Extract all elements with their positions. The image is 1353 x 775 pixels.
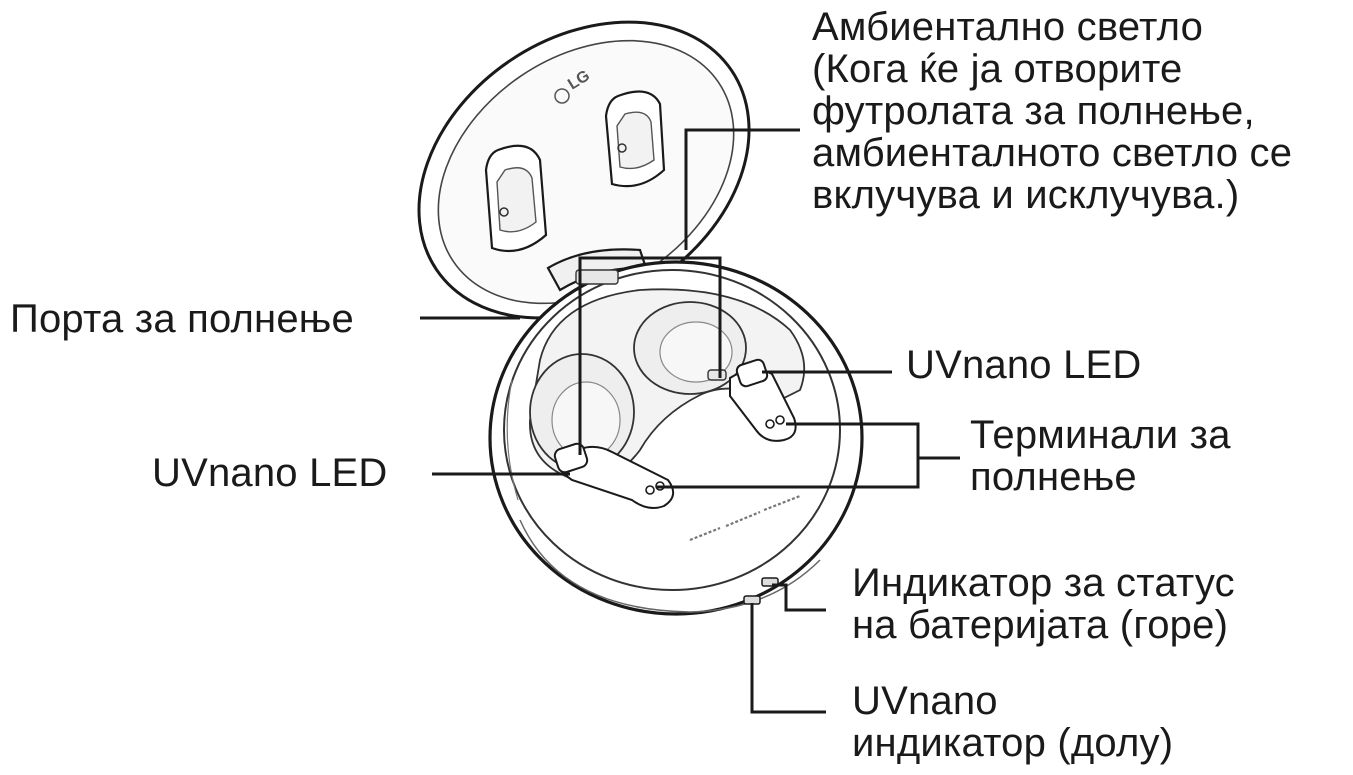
- label-ambient-light-line-3: футролата за полнење,: [812, 89, 1255, 133]
- label-battery-indicator-line-2: на батеријата (горе): [852, 603, 1229, 647]
- label-charging-port-text: Порта за полнење: [10, 297, 354, 341]
- ambient-light-spot-left: [575, 269, 619, 285]
- leader-battery-indicator: [772, 583, 826, 612]
- label-charging-port: Порта за полнење: [10, 298, 354, 340]
- charging-terminal-right: [765, 415, 785, 429]
- uvnano-led-right-window: [735, 358, 769, 388]
- label-ambient-light: Амбиентално светло (Кога ќе ја отворите …: [812, 6, 1292, 216]
- label-charging-terminals-line-1: Терминали за: [970, 413, 1231, 457]
- lid-earbud-pocket-right: [604, 90, 666, 188]
- label-uvnano-led-right-text: UVnano LED: [906, 343, 1142, 387]
- case-seam: [506, 379, 519, 501]
- case-engraving: [689, 494, 801, 542]
- case-body: [488, 260, 864, 616]
- leader-ambient-bracket: [578, 256, 722, 455]
- lid-earbud-pocket-left: [484, 144, 548, 253]
- label-battery-indicator-line-1: Индикатор за статус: [852, 561, 1235, 605]
- ambient-light-spot-right: [707, 369, 727, 381]
- label-charging-terminals-line-2: полнење: [970, 455, 1137, 499]
- label-uvnano-indicator-line-1: UVnano: [852, 679, 998, 723]
- label-ambient-light-line-5: вклучува и исклучува.): [812, 173, 1240, 217]
- label-uvnano-indicator: UVnano индикатор (долу): [852, 680, 1173, 764]
- label-ambient-light-line-1: Амбиентално светло: [812, 5, 1204, 49]
- label-uvnano-led-left-text: UVnano LED: [152, 451, 388, 495]
- label-uvnano-led-left: UVnano LED: [152, 452, 387, 494]
- label-ambient-light-line-4: амбиенталното светло се: [812, 131, 1293, 175]
- leader-ambient-light: [684, 128, 800, 250]
- label-ambient-light-line-2: (Кога ќе ја отворите: [812, 47, 1183, 91]
- earbud-bowl-left: [529, 353, 635, 471]
- leader-lines: [420, 128, 960, 714]
- leader-uvnano-indicator: [750, 603, 826, 714]
- label-charging-terminals: Терминали за полнење: [970, 414, 1231, 498]
- label-uvnano-led-right: UVnano LED: [906, 344, 1141, 386]
- case-rim: [503, 269, 841, 591]
- leader-charging-terminals: [656, 422, 920, 489]
- case-bottom-lip: [519, 519, 821, 613]
- label-uvnano-indicator-line-2: индикатор (долу): [852, 721, 1174, 765]
- case-lid: LG: [417, 20, 751, 320]
- label-battery-indicator: Индикатор за статус на батеријата (горе): [852, 562, 1235, 646]
- uvnano-indicator-window: [743, 595, 761, 605]
